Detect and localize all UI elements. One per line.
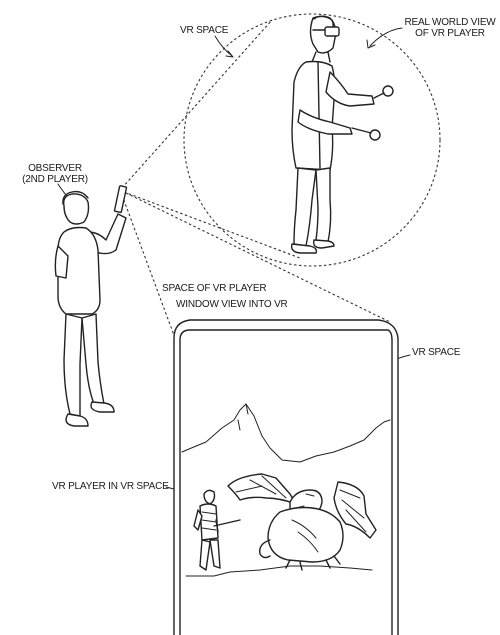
label-real-world-view-line2: OF VR PLAYER — [415, 28, 485, 39]
label-real-world-view-line1: REAL WORLD VIEW — [404, 17, 496, 28]
label-real-world-view: REAL WORLD VIEW OF VR PLAYER — [398, 17, 500, 39]
label-space-of-vr-player: SPACE OF VR PLAYER — [162, 283, 267, 294]
vr-player-avatar — [193, 489, 241, 571]
observer-figure — [54, 185, 128, 427]
label-vr-space-top: VR SPACE — [180, 25, 229, 36]
label-observer-line1: OBSERVER — [28, 163, 82, 174]
label-vr-space-device: VR SPACE — [412, 347, 461, 358]
view-cone-lines — [121, 19, 391, 339]
vr-space-circle — [183, 13, 441, 267]
label-vr-player-in-vr-space: VR PLAYER IN VR SPACE — [52, 481, 169, 492]
label-observer-line2: (2ND PLAYER) — [22, 174, 88, 185]
label-window-view-into-vr: WINDOW VIEW INTO VR — [176, 299, 288, 310]
dragon — [227, 473, 377, 571]
real-world-vr-player — [290, 15, 394, 254]
vr-scene — [181, 403, 391, 577]
tablet-device — [173, 319, 399, 635]
label-observer: OBSERVER (2ND PLAYER) — [14, 163, 96, 185]
